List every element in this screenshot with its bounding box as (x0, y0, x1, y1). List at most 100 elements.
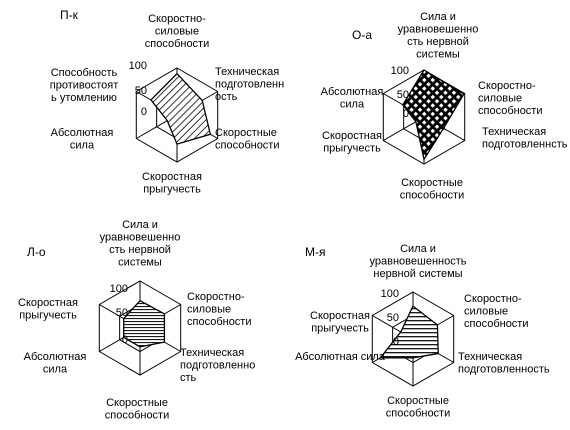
radar-tick-label: 100 (391, 65, 409, 77)
radar-axis-label-line: Абсолютная (51, 127, 114, 139)
radar-data-area (379, 305, 439, 359)
radar-axis-label-line: ость (215, 91, 238, 103)
radar-axis-label-line: способности (478, 105, 543, 117)
radar-axis-label-line: сила (43, 364, 68, 376)
radar-axis-label-line: нервной системы (373, 268, 462, 280)
radar-axis-label-line: прыгучесть (311, 323, 369, 335)
radar-axis-label-line: Скоростная (322, 130, 382, 142)
radar-tick-label: 0 (403, 108, 409, 120)
radar-axis-label-line: уравновешенно (100, 232, 181, 244)
radar-axis-label-line: силовые (187, 304, 231, 316)
radar-axis-label-line: сила (70, 140, 95, 152)
radar-axis-label-line: Абсолютная (24, 351, 87, 363)
radar-axis-label-line: способности (145, 38, 210, 50)
radar-axis-label-line: подготовленн (215, 79, 284, 91)
radar-chart-title: О-а (352, 28, 372, 42)
radar-tick-label: 0 (393, 336, 399, 348)
radar-axis-label: Абсолютная сила (295, 351, 386, 363)
radar-axis-label-line: силовые (155, 26, 199, 38)
radar-axis-label-line: системы (416, 49, 460, 61)
radar-axis-label-line: Техническая (180, 347, 244, 359)
radar-data-area (402, 69, 465, 161)
radar-tick-label: 0 (141, 106, 147, 118)
radar-axis-label-line: Скоростные (387, 395, 449, 407)
radar-axis-label-line: Скоростная (142, 171, 202, 183)
radar-chart-title: П-к (60, 8, 79, 22)
radar-tick-label: 50 (116, 307, 128, 319)
radar-tick-label: 100 (381, 288, 399, 300)
radar-axis-label-line: способности (386, 408, 451, 420)
radar-axis-label-line: Техническая (215, 66, 279, 78)
radar-axis-label-line: Скоростно- (478, 80, 536, 92)
radar-axis-label-line: способности (400, 190, 465, 202)
radar-tick-label: 100 (110, 283, 128, 295)
radar-axis-label-line: Сила и (420, 11, 456, 23)
radar-axis-label-line: силовые (464, 306, 508, 318)
radar-axis-label-line: системы (118, 257, 162, 269)
radar-axis-label-line: сила (340, 99, 365, 111)
radar-chart-title: М-я (305, 245, 326, 259)
radar-chart-title: Л-о (27, 245, 46, 259)
radar-axis-label-line: сть нервной (407, 36, 469, 48)
radar-tick-label: 100 (129, 60, 147, 72)
radar-axis-label-line: способности (105, 410, 170, 422)
radar-axis-label-line: Скоростно- (148, 13, 206, 25)
radar-axis-label-line: способности (464, 318, 529, 330)
radar-axis-label-line: способности (215, 140, 280, 152)
radar-axis-label-line: подготовленнсть (482, 139, 568, 151)
radar-axis-label-line: подготовленность (458, 364, 550, 376)
radar-axis-label-line: сть нервной (109, 244, 171, 256)
radar-tick-label: 50 (397, 89, 409, 101)
radar-axis-label-line: Скоростно- (464, 293, 522, 305)
radar-axis-label-line: Абсолютная (321, 86, 384, 98)
radar-axis-label-line: Техническая (458, 351, 522, 363)
radar-axis-label-line: способности (187, 316, 252, 328)
radar-axis-label-line: Скоростные (106, 397, 168, 409)
radar-axis-label-line: прыгучесть (143, 184, 201, 196)
radar-data-area (150, 72, 212, 145)
radar-axis-label-line: противостоят (50, 80, 119, 92)
radar-tick-label: 50 (387, 312, 399, 324)
radar-axis-label-line: прыгучесть (19, 310, 77, 322)
radar-axis-label-line: Сила и (122, 219, 158, 231)
radar-tick-label: 0 (122, 334, 128, 346)
radar-axis-label-line: Скоростные (215, 127, 277, 139)
radar-axis-label-line: Скоростные (401, 177, 463, 189)
radar-axis-label-line: подготовленно (180, 360, 255, 372)
radar-axis-label-line: силовые (478, 93, 522, 105)
radar-axis-label-line: Скоростно- (187, 291, 245, 303)
radar-axis-label-line: Техническая (482, 126, 546, 138)
radar-axis-label-line: Абсолютная сила (295, 351, 386, 363)
radar-axis-label-line: ь утомлению (51, 92, 117, 104)
radar-axis-label-line: уравновешенно (398, 24, 479, 36)
radar-tick-label: 50 (135, 85, 147, 97)
radar-axis-label-line: Скоростная (18, 297, 78, 309)
radar-axis-label-line: Скоростная (310, 310, 370, 322)
radar-axis-label-line: Сила и (400, 243, 436, 255)
